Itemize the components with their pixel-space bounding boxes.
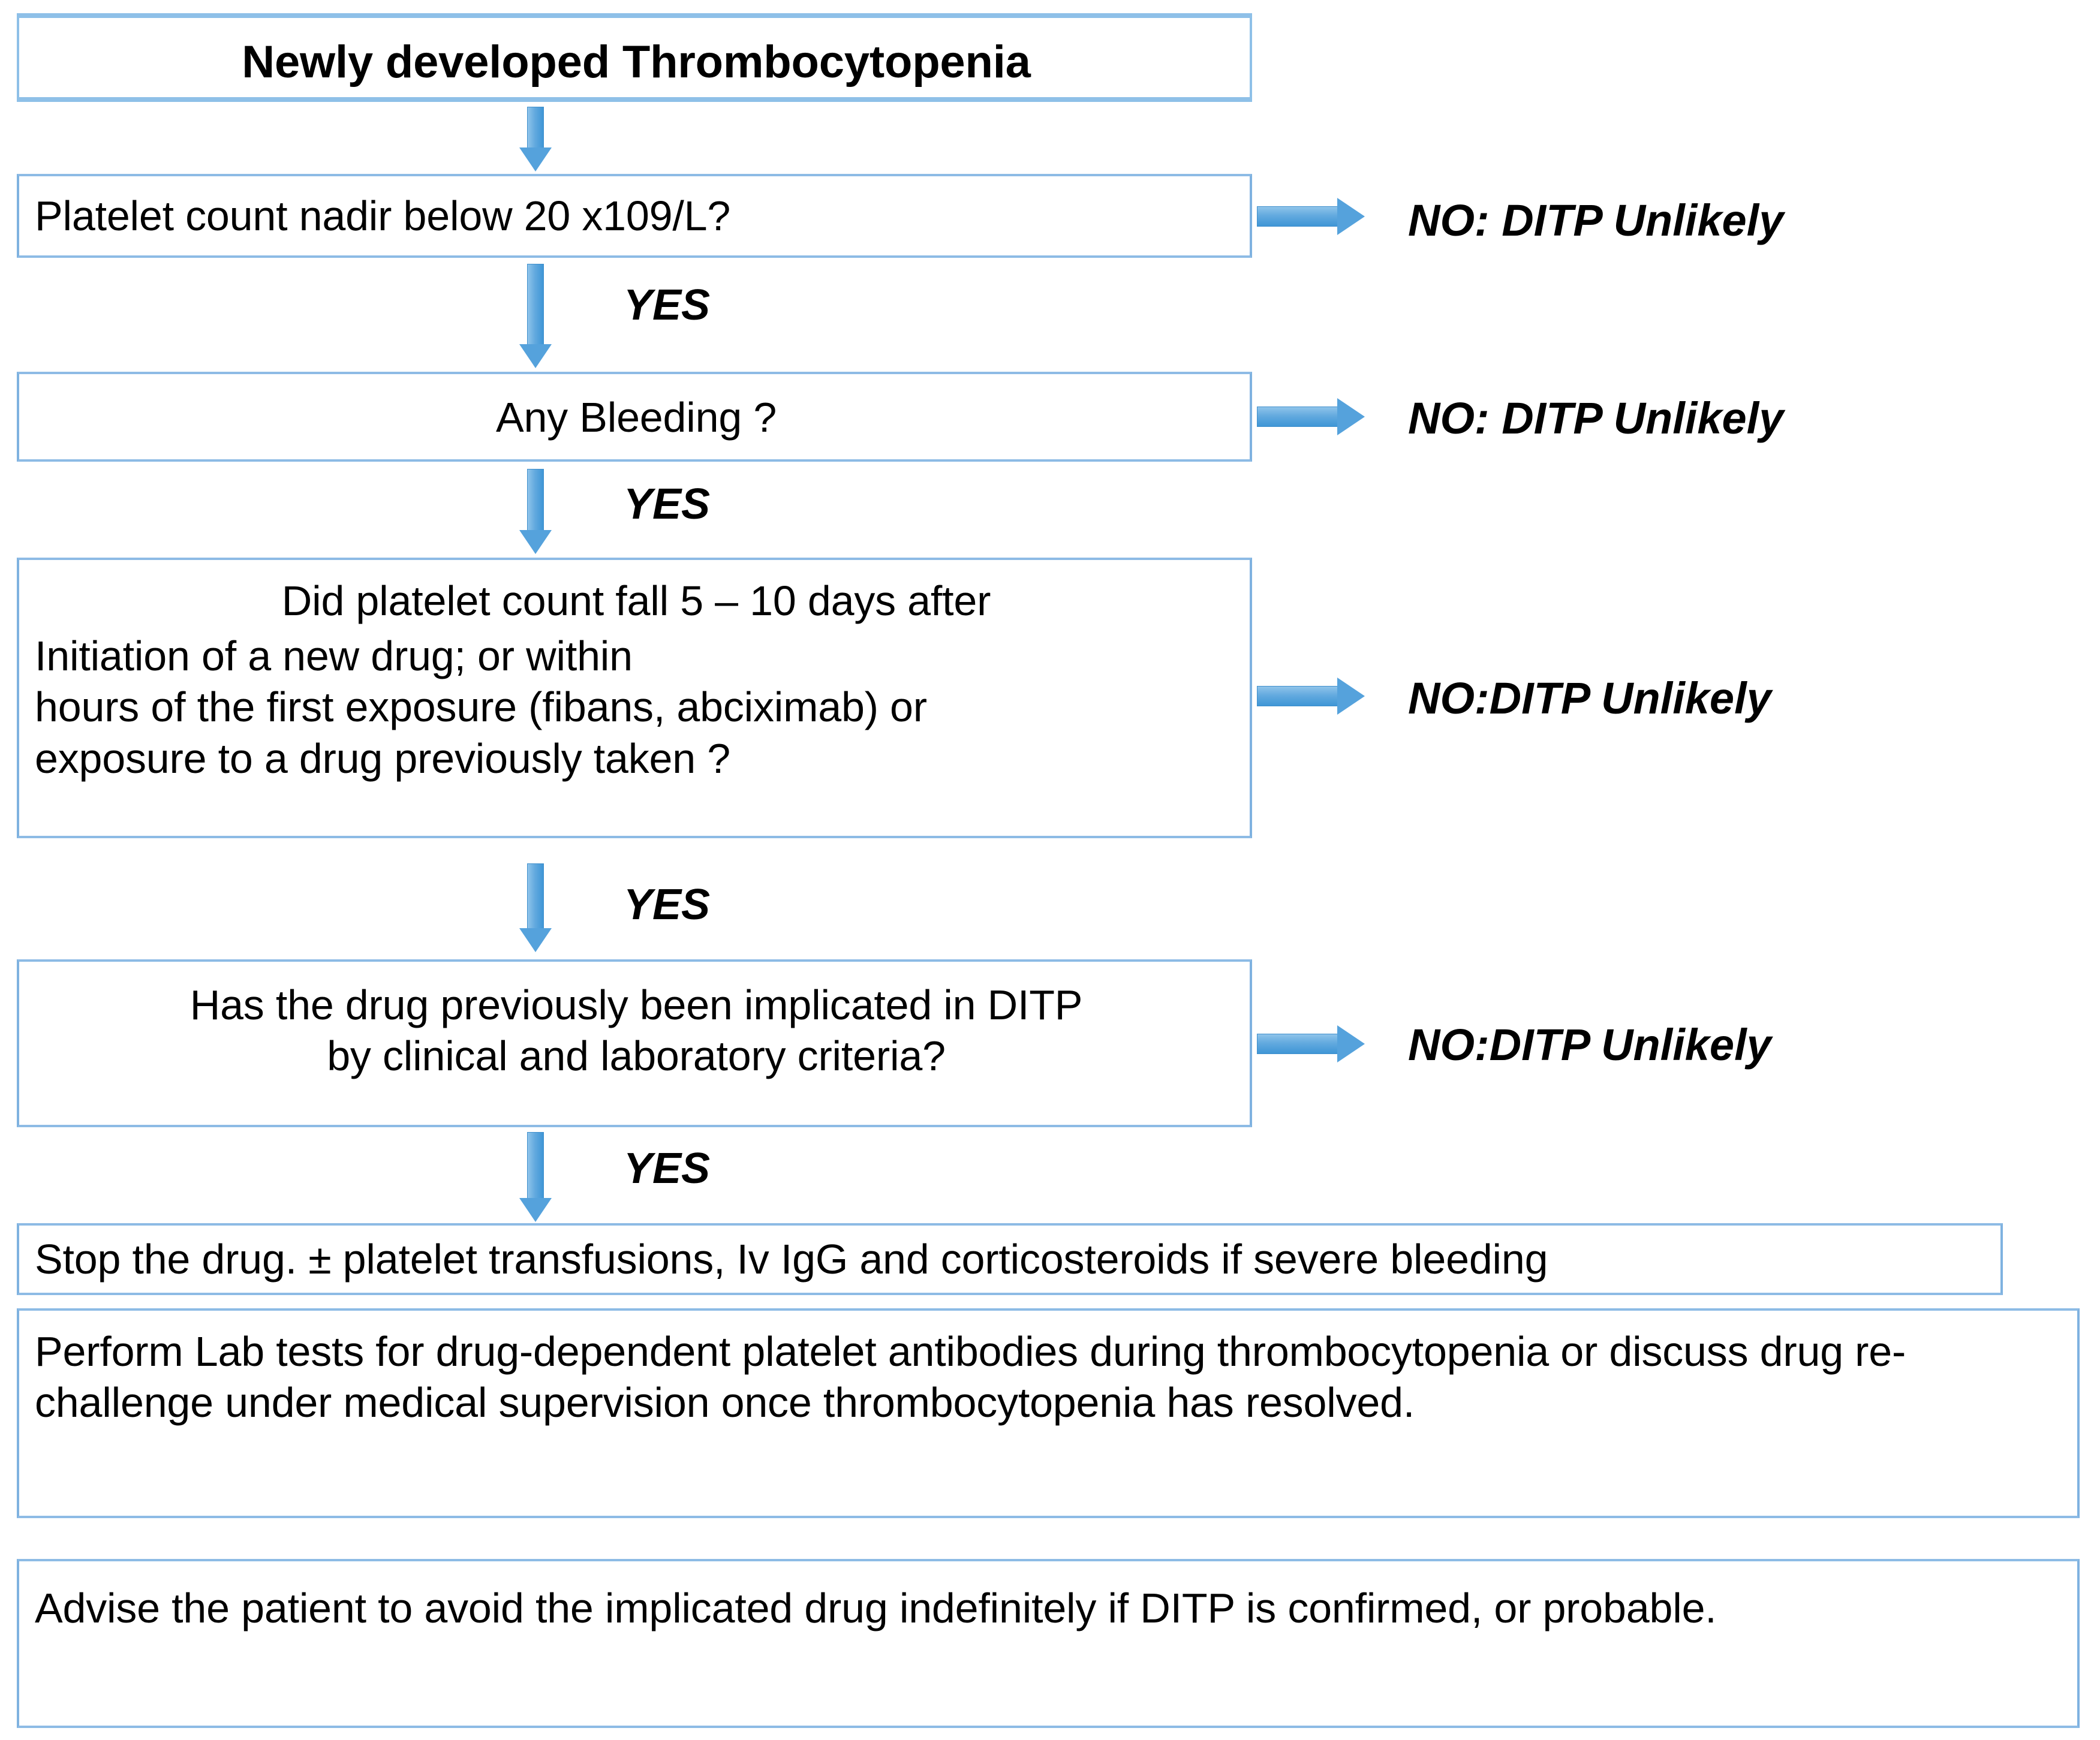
node-action-advise-patient-label: Advise the patient to avoid the implicat… <box>35 1585 1717 1631</box>
arrow-q3-to-q4 <box>519 863 552 952</box>
arrow-q3-no <box>1257 678 1365 715</box>
node-q3: Did platelet count fall 5 – 10 days afte… <box>17 558 1252 838</box>
node-q4-label: Has the drug previously been implicated … <box>189 982 1083 1080</box>
label-no-2: NO: DITP Unlikely <box>1408 393 1784 443</box>
node-action-stop-drug-label: Stop the drug. ± platelet transfusions, … <box>35 1236 1548 1283</box>
node-q2: Any Bleeding ? <box>17 372 1252 462</box>
node-q1: Platelet count nadir below 20 x109/L? <box>17 174 1252 258</box>
arrow-q2-no <box>1257 398 1365 435</box>
arrow-q1-no <box>1257 198 1365 235</box>
node-action-lab-tests-label: Perform Lab tests for drug-dependent pla… <box>35 1328 1906 1426</box>
label-yes-2: YES <box>624 480 711 528</box>
node-q1-label: Platelet count nadir below 20 x109/L? <box>35 192 731 239</box>
node-start-label: Newly developed Thrombocytopenia <box>242 37 1031 88</box>
label-no-1: NO: DITP Unlikely <box>1408 195 1784 245</box>
node-q2-label: Any Bleeding ? <box>495 394 777 441</box>
arrow-q4-to-a1 <box>519 1132 552 1222</box>
node-action-advise-patient: Advise the patient to avoid the implicat… <box>17 1559 2080 1728</box>
node-q3-label-rest: Initiation of a new drug; or within hour… <box>35 633 927 782</box>
arrow-q4-no <box>1257 1025 1365 1062</box>
label-yes-4: YES <box>624 1145 711 1193</box>
label-no-4: NO:DITP Unlikely <box>1408 1020 1771 1070</box>
arrow-start-to-q1 <box>519 107 552 171</box>
node-q3-label-line1: Did platelet count fall 5 – 10 days afte… <box>281 577 991 624</box>
label-no-3: NO:DITP Unlikely <box>1408 673 1771 723</box>
node-action-stop-drug: Stop the drug. ± platelet transfusions, … <box>17 1223 2003 1295</box>
label-yes-1: YES <box>624 281 711 329</box>
arrow-q1-to-q2 <box>519 264 552 369</box>
label-yes-3: YES <box>624 881 711 929</box>
node-start: Newly developed Thrombocytopenia <box>17 13 1252 102</box>
node-action-lab-tests: Perform Lab tests for drug-dependent pla… <box>17 1308 2080 1518</box>
node-q4: Has the drug previously been implicated … <box>17 959 1252 1127</box>
arrow-q2-to-q3 <box>519 469 552 554</box>
